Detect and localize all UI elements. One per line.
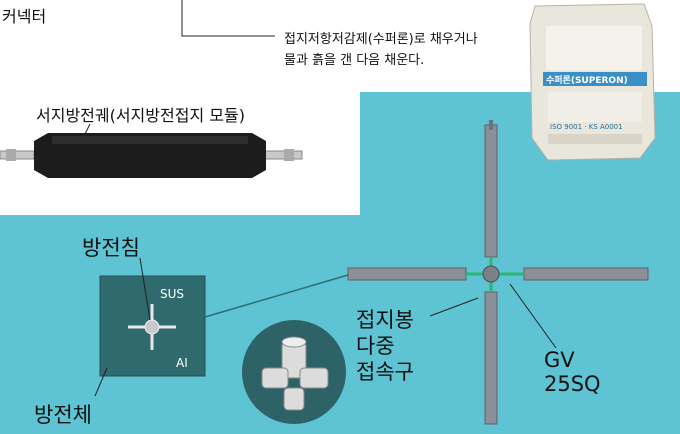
multi-connector-line1: 접지봉 [356,308,414,332]
superon-bag-image [529,3,656,161]
ground-rods [347,120,649,425]
rod-label: 방전침 [82,236,140,260]
backfill-label-line2: 물과 흙을 갠 다음 채운다. [284,53,425,68]
gv-label-line2: 25SQ [544,372,601,396]
backfill-leader-line [181,0,275,37]
bag-brand-text: 수퍼론(SUPERON) [546,76,628,86]
discharge-center [144,319,160,335]
connector-label: 커넥터 [2,7,47,26]
bag-cert-text: ISO 9001 · KS A0001 [550,123,623,131]
backfill-label-line1: 접지저항저감제(수퍼론)로 채우거나 [284,32,478,47]
al-label: AI [176,356,188,370]
rod-leader [139,257,151,321]
body-leader [94,367,108,397]
sus-label: SUS [160,287,185,301]
multi-connector-line2: 다중 [356,334,395,358]
multi-connector-leader [429,297,479,317]
connector-fitting-shape [261,336,329,411]
multi-connector-hub [482,265,500,283]
gv-label-line1: GV [544,348,575,372]
connection-wire [204,274,349,318]
surge-cell [0,133,303,178]
surge-cell-label: 서지방전궤(서지방전접지 모듈) [36,106,245,125]
gv-leader [509,283,557,349]
multi-connector-line3: 접속구 [356,360,414,384]
body-label: 방전체 [34,403,92,427]
